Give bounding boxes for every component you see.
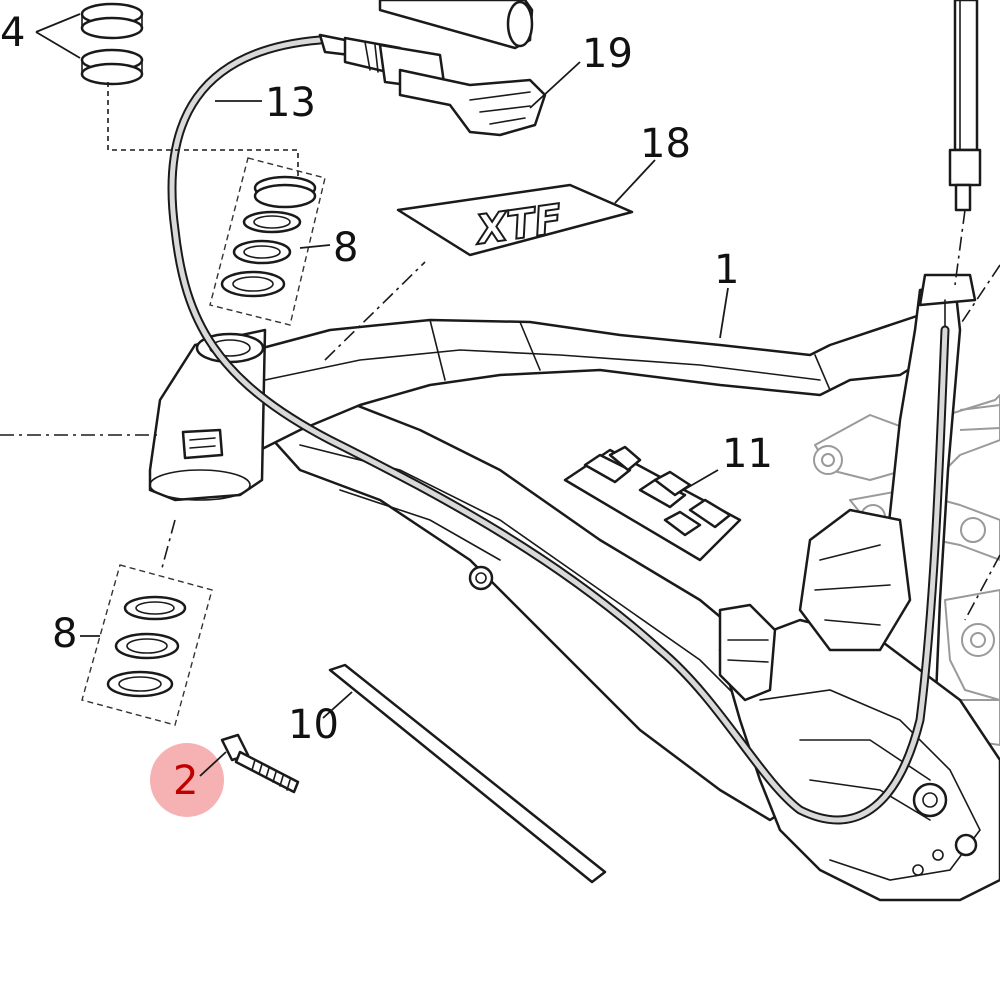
decal-18: XTF bbox=[396, 183, 634, 257]
axis-lines bbox=[0, 82, 1000, 621]
callout-2: 2 bbox=[173, 758, 198, 804]
callout-19: 19 bbox=[582, 31, 633, 77]
bolt-2 bbox=[150, 733, 300, 817]
headset-spacers-4 bbox=[80, 2, 144, 86]
callout-1: 1 bbox=[714, 247, 739, 293]
seatpost-top bbox=[378, 0, 534, 50]
highlight-circle bbox=[150, 743, 224, 817]
callout-4: 4 bbox=[0, 10, 25, 56]
callout-18: 18 bbox=[640, 121, 691, 167]
bearing-set-8-upper bbox=[209, 157, 326, 326]
cable-13 bbox=[167, 35, 950, 825]
bearing-set-8-lower bbox=[81, 564, 213, 726]
cable-guide-11 bbox=[563, 445, 742, 562]
callout-11: 11 bbox=[722, 431, 773, 477]
leader-lines bbox=[35, 13, 729, 777]
callout-8-lower: 8 bbox=[52, 611, 77, 657]
frame bbox=[148, 273, 1000, 902]
callout-10: 10 bbox=[288, 702, 339, 748]
dropper-post bbox=[948, 0, 982, 212]
callout-8-upper: 8 bbox=[333, 225, 358, 271]
chainstay-protector-10 bbox=[328, 663, 607, 884]
callout-13: 13 bbox=[265, 80, 316, 126]
remote-lever-19 bbox=[318, 33, 547, 137]
callout-labels: 4 19 13 18 8 1 11 8 10 2 bbox=[0, 10, 773, 804]
